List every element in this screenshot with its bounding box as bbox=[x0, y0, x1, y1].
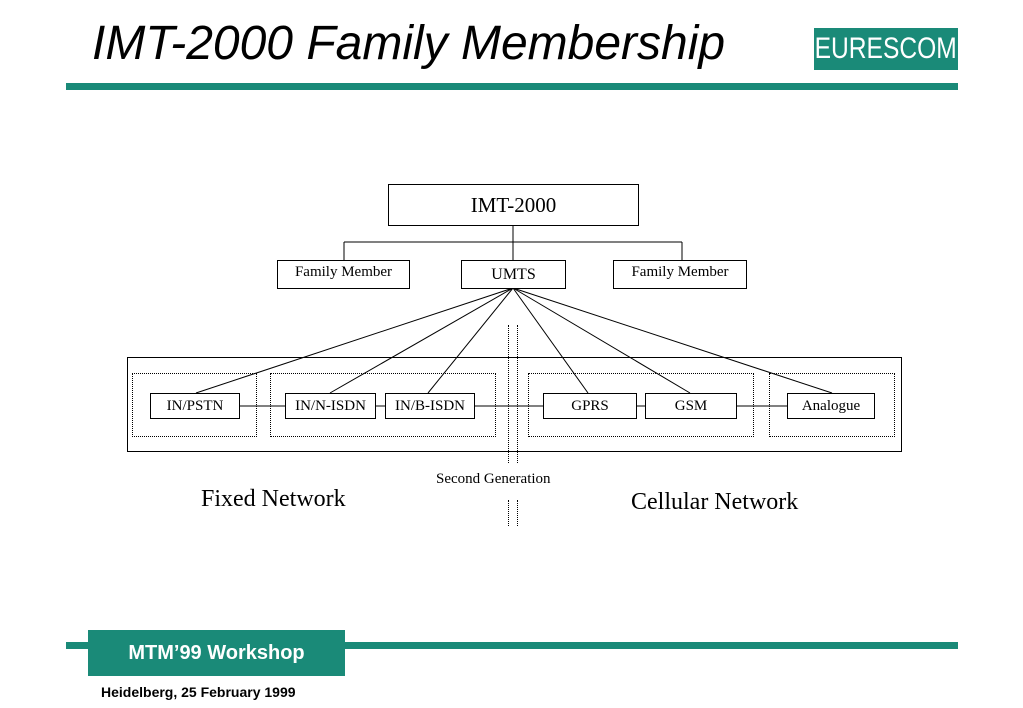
location-date-label: Heidelberg, 25 February 1999 bbox=[101, 684, 296, 700]
in-n-isdn-label: IN/N-ISDN bbox=[295, 397, 366, 414]
in-n-isdn-box: IN/N-ISDN bbox=[285, 393, 376, 419]
second-generation-label: Second Generation bbox=[436, 471, 551, 487]
generation-divider-line-a bbox=[508, 325, 509, 463]
family-member-box-right: Family Member bbox=[613, 260, 747, 289]
umts-to-gsm-line bbox=[512, 287, 691, 394]
generation-divider-line-c bbox=[508, 500, 509, 526]
analogue-box: Analogue bbox=[787, 393, 875, 419]
gsm-label: GSM bbox=[674, 397, 708, 414]
in-pstn-box: IN/PSTN bbox=[150, 393, 240, 419]
logo-text: EURESCOM bbox=[814, 32, 958, 65]
gprs-label: GPRS bbox=[571, 397, 609, 414]
imt-2000-box: IMT-2000 bbox=[388, 184, 639, 226]
generation-divider-line-d bbox=[517, 500, 518, 526]
title-underline bbox=[66, 83, 958, 90]
umts-box: UMTS bbox=[461, 260, 566, 289]
in-b-isdn-label: IN/B-ISDN bbox=[395, 397, 465, 414]
isdn-dotted-group bbox=[270, 373, 496, 437]
family-member-box-left: Family Member bbox=[277, 260, 410, 289]
footer-rule-left bbox=[66, 642, 88, 649]
network-group-frame bbox=[127, 357, 902, 452]
gprs-box: GPRS bbox=[543, 393, 637, 419]
analogue-label: Analogue bbox=[801, 397, 861, 414]
umts-to-in-pstn-line bbox=[195, 287, 514, 394]
umts-to-in-n-isdn-line bbox=[329, 287, 514, 394]
cellular-network-label: Cellular Network bbox=[631, 489, 799, 515]
workshop-banner: MTM’99 Workshop bbox=[88, 630, 345, 676]
umts-label: UMTS bbox=[491, 265, 536, 283]
analogue-dotted-group bbox=[769, 373, 895, 437]
umts-to-analogue-line bbox=[512, 287, 833, 394]
family-member-label-left: Family Member bbox=[294, 264, 393, 280]
gsm-box: GSM bbox=[645, 393, 737, 419]
in-b-isdn-box: IN/B-ISDN bbox=[385, 393, 475, 419]
generation-divider-line-b bbox=[517, 325, 518, 463]
umts-to-in-b-isdn-line bbox=[427, 287, 514, 394]
cellular-dotted-group bbox=[528, 373, 754, 437]
imt-2000-label: IMT-2000 bbox=[470, 192, 557, 217]
workshop-label: MTM’99 Workshop bbox=[128, 641, 305, 664]
fixed-network-label: Fixed Network bbox=[201, 486, 346, 512]
family-member-label-right: Family Member bbox=[631, 264, 729, 280]
pstn-dotted-group bbox=[132, 373, 257, 437]
umts-to-gprs-line bbox=[512, 287, 589, 394]
slide-title: IMT-2000 Family Membership bbox=[92, 17, 726, 70]
footer-rule-right bbox=[345, 642, 958, 649]
eurescom-logo: EURESCOM bbox=[814, 28, 958, 70]
in-pstn-label: IN/PSTN bbox=[166, 397, 224, 414]
